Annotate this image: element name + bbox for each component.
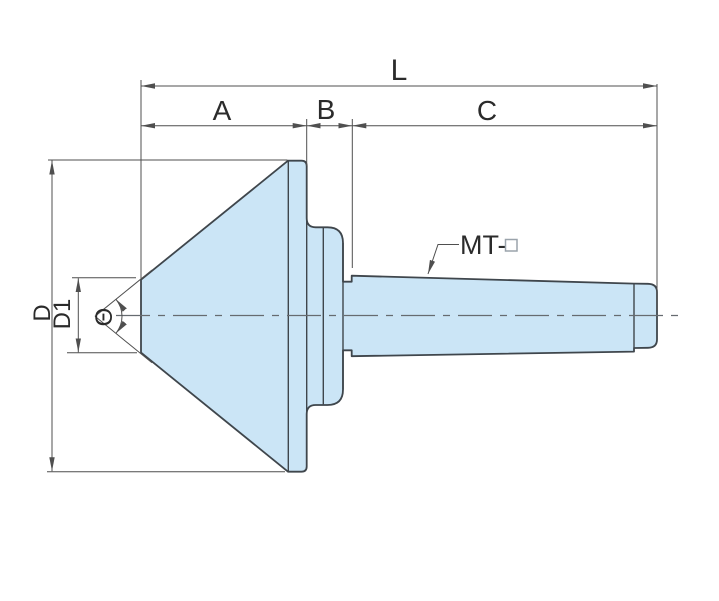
cone-angle-upper-construction-line	[94, 269, 153, 317]
dimension-label-A: A	[213, 95, 232, 126]
dimension-label-D1: D1	[49, 299, 76, 330]
dimension-label-C: C	[477, 95, 497, 126]
taper-size-placeholder-box	[504, 238, 518, 252]
mt-taper-label: MT-	[460, 230, 507, 260]
cone-angle-arc	[115, 298, 127, 334]
dimension-label-L: L	[391, 54, 408, 87]
mt-leader-line	[427, 244, 459, 275]
dimension-label-D: D	[29, 304, 56, 321]
part-body-silhouette	[140, 159, 658, 473]
cone-angle-lower-construction-line	[94, 315, 153, 364]
cone-angle-label: Θ	[91, 308, 118, 327]
dimension-label-B: B	[317, 94, 336, 125]
